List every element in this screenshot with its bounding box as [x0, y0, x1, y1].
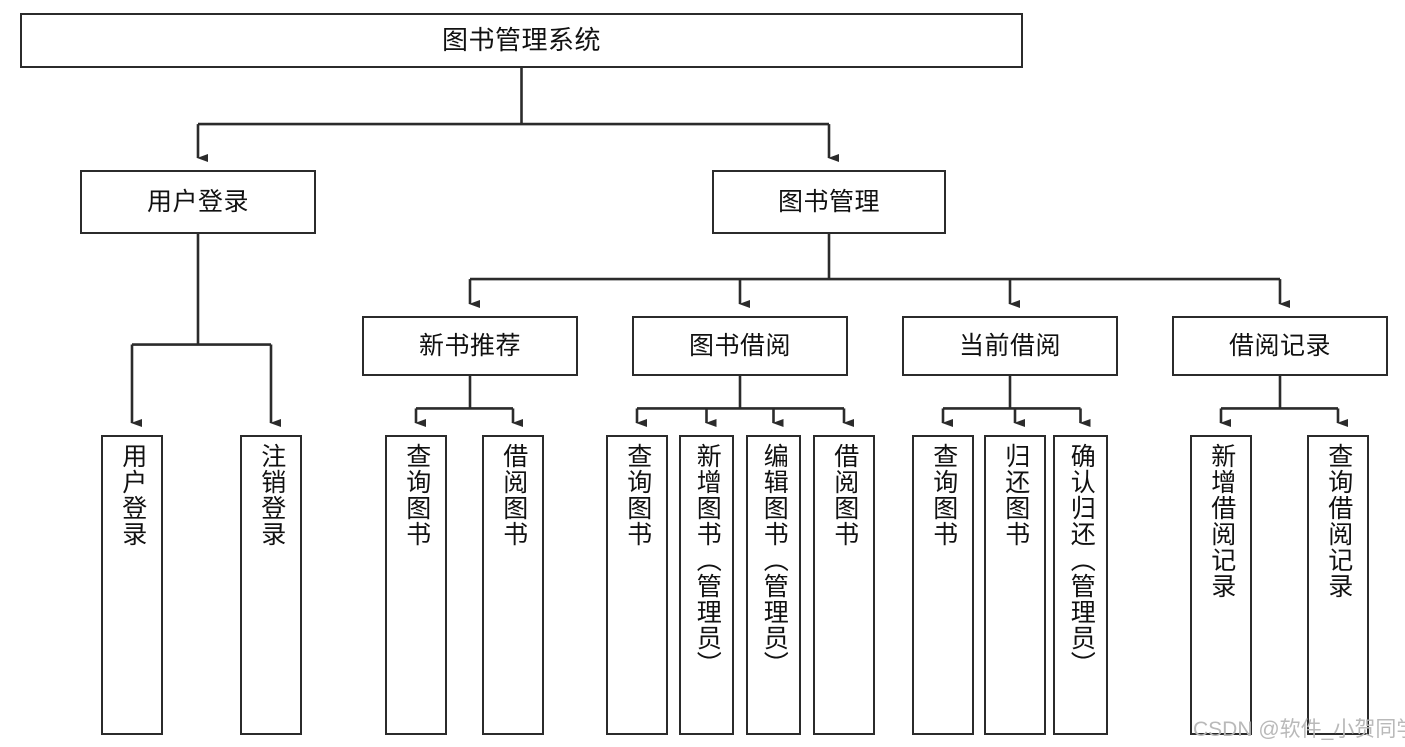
node-leaf-add-book[interactable]: 新增图书（管理员） — [679, 435, 734, 735]
node-label: 当前借阅 — [958, 332, 1061, 360]
watermark-text: CSDN @软件_小贺同学 — [1193, 718, 1405, 741]
node-label: 查询图书 — [929, 443, 958, 547]
node-leaf-confirm-return[interactable]: 确认归还（管理员） — [1053, 435, 1108, 735]
node-leaf-query-borrow-record[interactable]: 查询借阅记录 — [1307, 435, 1369, 735]
node-label: 图书管理系统 — [441, 24, 601, 55]
node-new-book-recommendation[interactable]: 新书推荐 — [362, 316, 578, 376]
node-label: 归还图书 — [1001, 443, 1030, 547]
node-label: 借阅记录 — [1228, 332, 1331, 360]
node-book-management[interactable]: 图书管理 — [712, 170, 946, 234]
node-leaf-return-book[interactable]: 归还图书 — [984, 435, 1046, 735]
node-leaf-borrow-book-2[interactable]: 借阅图书 — [813, 435, 875, 735]
node-current-borrowing[interactable]: 当前借阅 — [902, 316, 1118, 376]
node-book-borrowing[interactable]: 图书借阅 — [632, 316, 848, 376]
node-label: 新书推荐 — [418, 332, 521, 360]
node-label: 用户登录 — [118, 443, 147, 547]
node-label: 查询图书 — [623, 443, 652, 547]
node-label: 用户登录 — [146, 188, 249, 216]
node-label: 新增借阅记录 — [1207, 443, 1236, 599]
node-borrow-records[interactable]: 借阅记录 — [1172, 316, 1388, 376]
node-label: 编辑图书（管理员） — [760, 443, 789, 677]
node-label: 图书管理 — [777, 188, 880, 216]
node-leaf-edit-book[interactable]: 编辑图书（管理员） — [746, 435, 801, 735]
node-label: 查询图书 — [402, 443, 431, 547]
node-leaf-add-borrow-record[interactable]: 新增借阅记录 — [1190, 435, 1252, 735]
node-label: 查询借阅记录 — [1324, 443, 1353, 599]
node-user-login[interactable]: 用户登录 — [80, 170, 316, 234]
node-label: 图书借阅 — [688, 332, 791, 360]
node-label: 借阅图书 — [499, 443, 528, 547]
node-leaf-user-login[interactable]: 用户登录 — [101, 435, 163, 735]
node-leaf-query-book-1[interactable]: 查询图书 — [385, 435, 447, 735]
node-leaf-query-book-3[interactable]: 查询图书 — [912, 435, 974, 735]
node-label: 注销登录 — [257, 443, 286, 547]
node-leaf-logout[interactable]: 注销登录 — [240, 435, 302, 735]
node-leaf-borrow-book-1[interactable]: 借阅图书 — [482, 435, 544, 735]
node-label: 确认归还（管理员） — [1067, 443, 1096, 677]
node-leaf-query-book-2[interactable]: 查询图书 — [606, 435, 668, 735]
node-book-management-system[interactable]: 图书管理系统 — [20, 13, 1023, 68]
node-label: 新增图书（管理员） — [693, 443, 722, 677]
node-label: 借阅图书 — [830, 443, 859, 547]
